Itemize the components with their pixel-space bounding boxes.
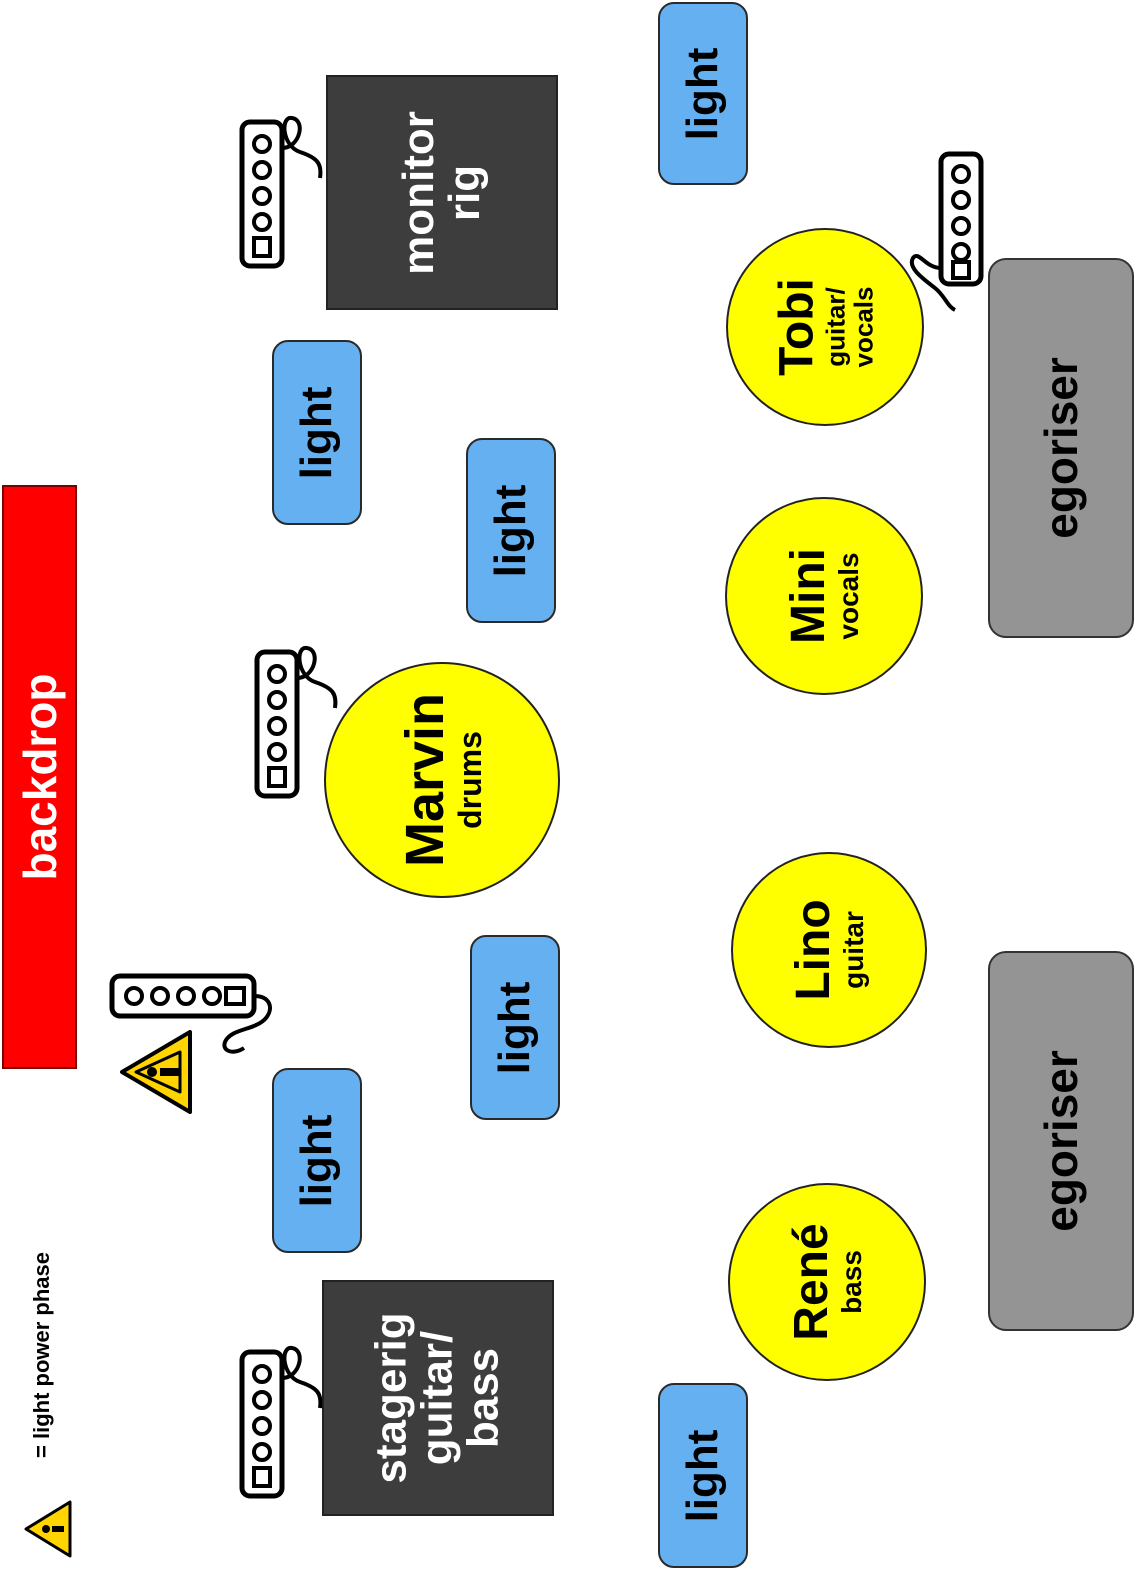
light-bottom-right: light: [658, 1383, 748, 1568]
light-lower-left: light: [272, 1068, 362, 1253]
musician-role: vocals: [833, 552, 865, 640]
musician-role: drums: [451, 731, 488, 829]
musician-tobi: Tobi guitar/ vocals: [726, 228, 924, 426]
warning-triangle-icon: [120, 1030, 192, 1114]
egoriser-upper: egoriser: [988, 258, 1134, 638]
power-strip-icon: [254, 646, 338, 799]
musician-mini: Mini vocals: [725, 497, 923, 695]
egoriser-label: egoriser: [1035, 1050, 1087, 1232]
musician-name: Marvin: [394, 692, 455, 868]
power-strip-icon: [239, 116, 323, 269]
legend-text: = light power phase: [29, 1252, 54, 1458]
musician-name: Mini: [782, 548, 836, 644]
monitor-rig-line1: monitor: [393, 110, 443, 275]
light-upper-center: light: [466, 438, 556, 623]
musician-name: Tobi: [770, 278, 824, 376]
light-label: light: [486, 484, 535, 577]
light-label: light: [490, 981, 539, 1074]
light-label: light: [678, 47, 727, 140]
musician-lino: Lino guitar: [731, 852, 927, 1048]
monitor-rig: monitor rig: [326, 75, 558, 310]
legend: = light power phase: [22, 1210, 62, 1500]
backdrop: backdrop: [2, 485, 77, 1069]
warning-triangle-icon: [24, 1500, 72, 1558]
light-top-right: light: [658, 2, 748, 185]
power-strip-icon: [909, 151, 984, 312]
musician-marvin: Marvin drums: [324, 662, 560, 898]
egoriser-lower: egoriser: [988, 951, 1134, 1331]
power-strip-icon: [109, 973, 272, 1054]
musician-role: guitar: [838, 911, 870, 989]
stage-rig-line3: bass: [459, 1347, 509, 1449]
stage-rig-line1: stagerig: [366, 1312, 416, 1484]
musician-role: guitar/: [820, 287, 851, 367]
light-label: light: [292, 1114, 341, 1207]
backdrop-label: backdrop: [13, 673, 66, 881]
musician-name: Lino: [787, 899, 841, 1001]
egoriser-label: egoriser: [1035, 357, 1087, 539]
power-strip-icon: [239, 1346, 323, 1499]
musician-role: vocals: [848, 286, 879, 368]
light-upper-left: light: [272, 340, 362, 525]
musician-role: bass: [836, 1250, 868, 1314]
musician-rene: René bass: [728, 1183, 926, 1381]
stage-rig-line2: guitar/: [412, 1330, 462, 1466]
light-label: light: [678, 1429, 727, 1522]
musician-name: René: [785, 1223, 839, 1341]
light-label: light: [292, 386, 341, 479]
light-lower-center: light: [470, 935, 560, 1120]
monitor-rig-line2: rig: [440, 164, 489, 221]
stage-rig: stagerig guitar/ bass: [322, 1280, 554, 1516]
